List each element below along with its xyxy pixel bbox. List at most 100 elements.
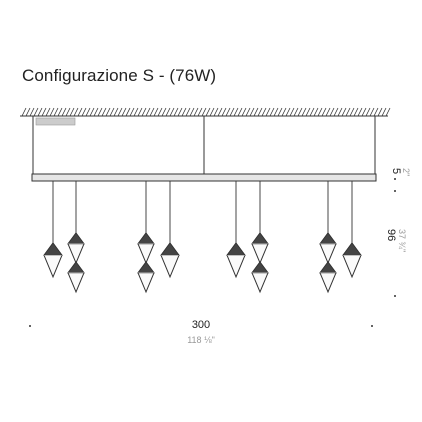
hatch-line [361, 107, 367, 117]
hatch-line [377, 107, 383, 117]
light-bar [31, 173, 377, 182]
width-cm-label: 300 [192, 319, 210, 331]
hatch-line [373, 107, 379, 117]
hatch-line [173, 107, 179, 117]
pendant-lamp [319, 181, 337, 294]
thickness-in-label: 2" [401, 168, 411, 176]
pendant-group [43, 181, 362, 294]
bottom-dimensions: 300 118 ⅛" [29, 319, 373, 345]
hatch-line [21, 107, 27, 117]
hatch-line [209, 107, 215, 117]
hatch-line [57, 107, 63, 117]
hatch-line [225, 107, 231, 117]
hatch-line [249, 107, 255, 117]
hatch-line [29, 107, 35, 117]
hatch-line [321, 107, 327, 117]
hatch-line [253, 107, 259, 117]
hatch-line [41, 107, 47, 117]
hatch-line [345, 107, 351, 117]
pendant-lamp [160, 181, 180, 279]
hatch-line [37, 107, 43, 117]
hatch-line [353, 107, 359, 117]
hatch-line [105, 107, 111, 117]
hatch-line [129, 107, 135, 117]
hatch-line [369, 107, 375, 117]
hatch-line [329, 107, 335, 117]
hatch-line [121, 107, 127, 117]
hatch-line [133, 107, 139, 117]
hatch-line [277, 107, 283, 117]
hatch-line [81, 107, 87, 117]
hatch-line [309, 107, 315, 117]
hatch-line [357, 107, 363, 117]
hatch-line [381, 107, 387, 117]
hatch-line [89, 107, 95, 117]
hatch-line [205, 107, 211, 117]
hatch-line [293, 107, 299, 117]
hatch-line [333, 107, 339, 117]
hatch-line [33, 107, 39, 117]
hatch-line [177, 107, 183, 117]
hatch-line [201, 107, 207, 117]
hatch-line [233, 107, 239, 117]
hatch-line [185, 107, 191, 117]
hatch-line [61, 107, 67, 117]
hatch-line [149, 107, 155, 117]
hatch-line [341, 107, 347, 117]
hatch-line [297, 107, 303, 117]
hatch-line [85, 107, 91, 117]
hatch-line [137, 107, 143, 117]
drop-in-label: 37 ¾" [397, 229, 407, 252]
hatch-line [181, 107, 187, 117]
hatch-line [153, 107, 159, 117]
hatch-line [213, 107, 219, 117]
hatch-line [69, 107, 75, 117]
hatch-line [325, 107, 331, 117]
hatch-line [109, 107, 115, 117]
thickness-cm-label: 5 [390, 168, 402, 174]
diagram-title: Configurazione S - (76W) [22, 66, 217, 85]
hatch-line [301, 107, 307, 117]
hatch-line [245, 107, 251, 117]
hatch-line [281, 107, 287, 117]
hatch-line [261, 107, 267, 117]
ceiling-hatch [20, 107, 391, 117]
hatch-line [65, 107, 71, 117]
hatch-line [25, 107, 31, 117]
hatch-line [221, 107, 227, 117]
hatch-line [141, 107, 147, 117]
hatch-line [157, 107, 163, 117]
right-dimensions: 5 2" 96 37 ¾" [385, 168, 411, 297]
pendant-lamp [251, 181, 269, 294]
pendant-lamp [137, 181, 155, 294]
hatch-line [97, 107, 103, 117]
pendant-lamp [226, 181, 246, 279]
hatch-line [237, 107, 243, 117]
hatch-line [217, 107, 223, 117]
hatch-line [265, 107, 271, 117]
hatch-line [165, 107, 171, 117]
hatch-line [197, 107, 203, 117]
hatch-line [385, 107, 391, 117]
hatch-line [229, 107, 235, 117]
hatch-line [269, 107, 275, 117]
hatch-line [125, 107, 131, 117]
hatch-line [189, 107, 195, 117]
pendant-lamp [67, 181, 85, 294]
hatch-line [113, 107, 119, 117]
hatch-line [317, 107, 323, 117]
hatch-line [49, 107, 55, 117]
hatch-line [365, 107, 371, 117]
hatch-line [93, 107, 99, 117]
hatch-line [101, 107, 107, 117]
hatch-line [77, 107, 83, 117]
width-in-label: 118 ⅛" [187, 335, 215, 345]
hatch-line [145, 107, 151, 117]
hatch-line [73, 107, 79, 117]
driver-box [35, 117, 76, 126]
hatch-line [161, 107, 167, 117]
hatch-line [169, 107, 175, 117]
hatch-line [273, 107, 279, 117]
pendant-lamp [43, 181, 63, 279]
